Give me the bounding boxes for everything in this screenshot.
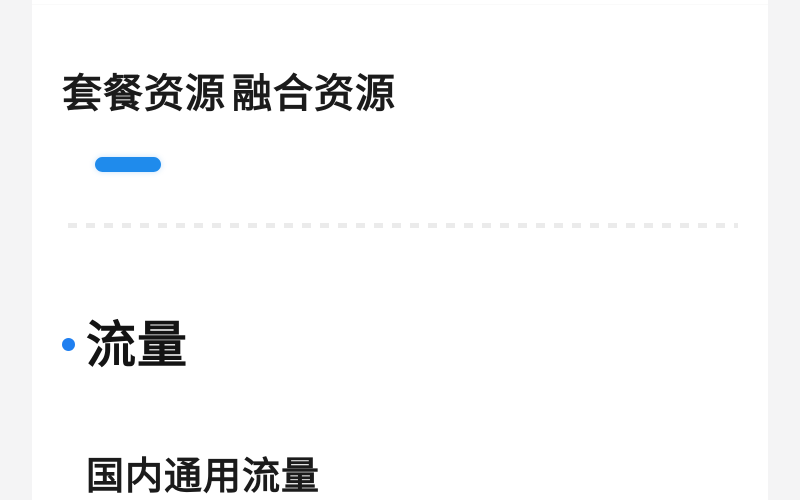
blue-dot-icon bbox=[62, 338, 75, 351]
tab-bar: 套餐资源 融合资源 bbox=[32, 66, 768, 176]
content-card: 套餐资源 融合资源 流量 国内通用流量 bbox=[32, 0, 768, 500]
page-gutter-left bbox=[0, 0, 32, 500]
tab-converged-resources[interactable]: 融合资源 bbox=[232, 72, 396, 116]
dashed-divider bbox=[68, 223, 738, 228]
section-header-data: 流量 bbox=[32, 310, 768, 380]
tab-selected-indicator bbox=[95, 157, 161, 172]
page-gutter-right bbox=[768, 0, 800, 500]
list-item[interactable]: 国内通用流量 bbox=[32, 452, 768, 500]
resource-list: 国内通用流量 bbox=[32, 452, 768, 500]
tab-package-resources[interactable]: 套餐资源 bbox=[62, 72, 226, 116]
card-top-divider bbox=[32, 4, 768, 5]
section-title: 流量 bbox=[86, 317, 188, 373]
resource-name-label: 国内通用流量 bbox=[86, 456, 321, 498]
